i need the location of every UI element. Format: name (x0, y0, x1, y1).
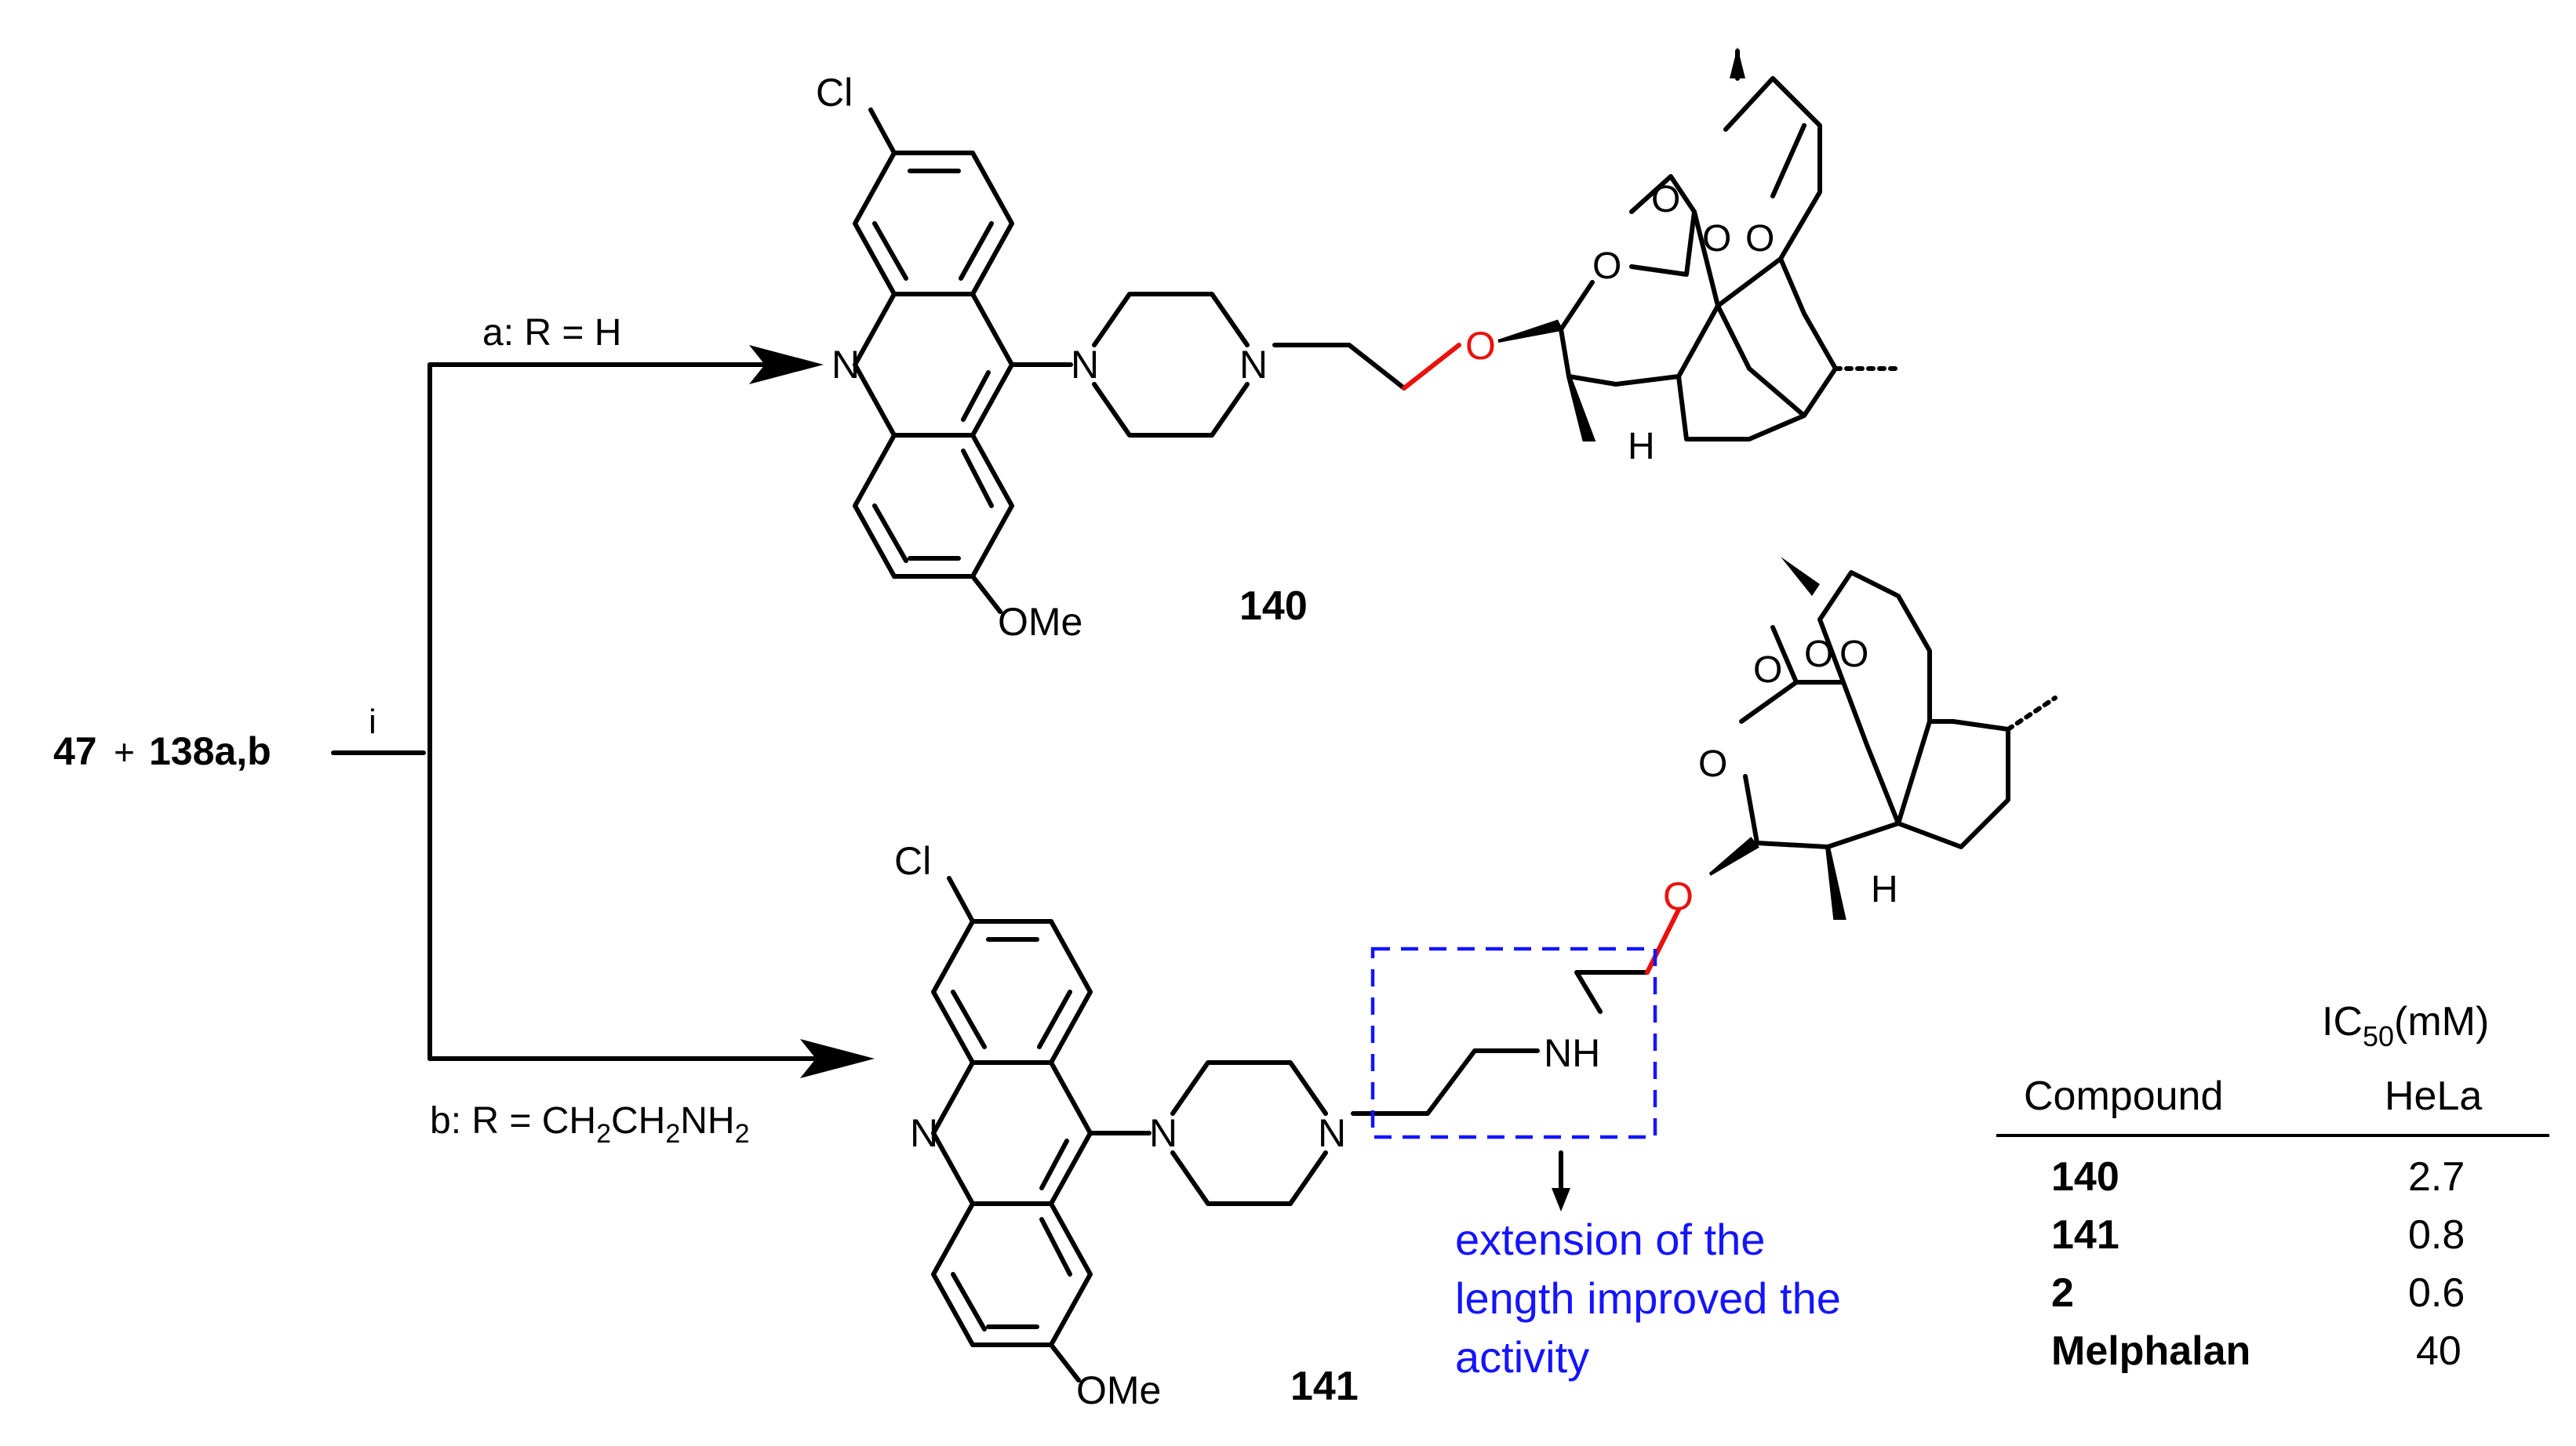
table-header-compound: Compound (2024, 1074, 2223, 1119)
chlorine-atom-141: Cl (894, 839, 931, 883)
methoxy-group-140: OMe (998, 600, 1082, 644)
chlorine-atom-140: Cl (816, 71, 853, 114)
ether-oxygen-141: O (1663, 874, 1694, 918)
piperazine-n1-141: N (1149, 1111, 1177, 1155)
table-row-value: 40 (2416, 1328, 2461, 1374)
table-row-compound: 141 (2051, 1212, 2119, 1258)
table-row-value: 0.6 (2408, 1270, 2465, 1316)
branch-a-arrowhead (749, 345, 824, 384)
acridine-nitrogen-140: N (831, 343, 860, 387)
amine-nh-141: NH (1544, 1031, 1600, 1075)
hydrogen-atom-141: H (1871, 869, 1898, 910)
compound-141-structure: Cl N N N OMe NH O O O O O H (894, 557, 2058, 1412)
ring-oxygen-b-140: O (1651, 179, 1680, 220)
table-row-value: 2.7 (2408, 1154, 2465, 1200)
table-row-value: 0.8 (2408, 1212, 2465, 1258)
annotation-arrowhead (1552, 1188, 1570, 1212)
piperazine-n4-140: N (1239, 343, 1268, 387)
branch-b-arrowhead (800, 1039, 875, 1078)
peroxide-oxygen-a-140: O (1702, 218, 1731, 260)
compound-140-structure: Cl N N N OMe O O O O O H (816, 47, 1901, 644)
ether-oxygen-140: O (1465, 324, 1496, 368)
table-header-ic50: IC50(mM) (2322, 999, 2489, 1052)
table-row-compound: 2 (2051, 1270, 2074, 1316)
hydrogen-atom-140: H (1628, 426, 1655, 467)
linker-highlight-box (1370, 946, 1657, 1139)
branch-a-label: a: R = H (482, 312, 621, 354)
branch-b-label: b: R = CH2CH2NH2 (430, 1100, 749, 1149)
peroxide-oxygen-b-140: O (1745, 218, 1774, 260)
compound-label-141: 141 (1290, 1364, 1359, 1409)
table-row-compound: 140 (2051, 1154, 2119, 1200)
table-row-compound: Melphalan (2051, 1328, 2250, 1374)
reaction-condition: i (369, 703, 377, 741)
reactant-47: 47 (53, 729, 97, 773)
table-header-hela: HeLa (2385, 1074, 2482, 1119)
piperazine-n1-140: N (1071, 343, 1099, 387)
ring-oxygen-a-141: O (1698, 743, 1727, 785)
piperazine-n4-141: N (1318, 1111, 1346, 1155)
plus-sign: + (114, 732, 135, 772)
ring-oxygen-a-140: O (1592, 245, 1621, 287)
compound-label-140: 140 (1239, 583, 1308, 629)
annotation-text: extension of the length improved the act… (1455, 1215, 1853, 1382)
ring-oxygen-b-141: O (1753, 649, 1782, 691)
acridine-nitrogen-141: N (910, 1111, 938, 1155)
methoxy-group-141: OMe (1076, 1368, 1161, 1412)
peroxide-oxygen-a-141: O (1804, 634, 1833, 675)
reactant-138ab: 138a,b (149, 729, 271, 773)
ic50-table: IC50(mM) Compound HeLa 140 2.7 141 0.8 2… (1996, 999, 2549, 1374)
peroxide-oxygen-b-141: O (1839, 634, 1868, 675)
